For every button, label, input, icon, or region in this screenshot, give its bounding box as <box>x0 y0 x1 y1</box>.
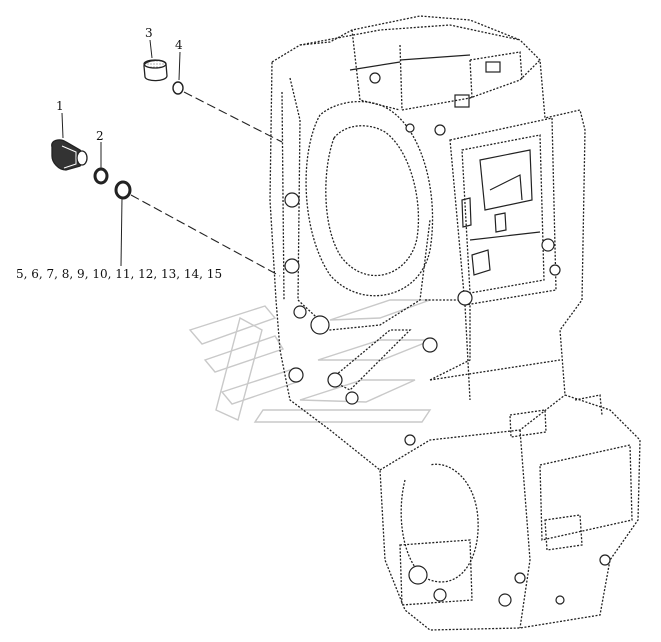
assembly-lines <box>130 91 283 277</box>
part-1-fitting <box>51 139 88 171</box>
part-5-15-seal <box>114 180 132 200</box>
part-4-oring <box>172 81 184 95</box>
watermark-logo <box>188 299 433 423</box>
part-3-plug <box>143 59 168 82</box>
callout-4: 4 <box>175 38 183 52</box>
callout-2: 2 <box>96 129 104 143</box>
bolt-holes <box>284 72 611 607</box>
callout-5-15: 5, 6, 7, 8, 9, 10, 11, 12, 13, 14, 15 <box>16 267 223 281</box>
housing-details <box>349 54 541 276</box>
callout-1: 1 <box>56 99 64 113</box>
transmission-housing <box>269 15 641 631</box>
callout-3: 3 <box>145 26 153 40</box>
leader-lines <box>61 39 181 267</box>
part-2-washer <box>93 167 109 185</box>
